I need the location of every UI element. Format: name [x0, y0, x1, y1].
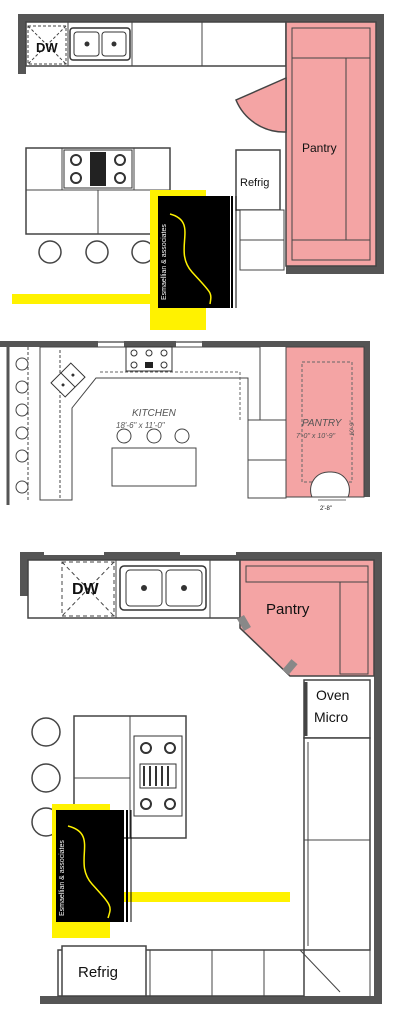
plan3-cooktop-icon	[133, 735, 183, 817]
plan2-island-stool	[174, 428, 190, 444]
plan3-bottom-wall	[40, 996, 382, 1004]
plan-2: KITCHEN 18'-6" x 11'-0" PANTRY 7'-0" x 1…	[0, 340, 370, 512]
plan2-pantry-label: PANTRY	[302, 418, 343, 429]
plan2-kitchen-dimensions: 18'-6" x 11'-0"	[116, 421, 166, 430]
plan2-right-cabinets	[247, 419, 287, 499]
plan2-stool	[15, 480, 29, 494]
plan1-dw-label: DW	[36, 40, 58, 55]
plan-1: DW Pantry Refrig	[12, 14, 384, 330]
plan1-refrig-label: Refrig	[240, 177, 269, 189]
plan1-pantry-label: Pantry	[302, 141, 337, 155]
plan3-stool	[31, 763, 61, 793]
plan3-brand-swoosh	[67, 825, 111, 919]
plan3-sink-icon	[119, 565, 207, 611]
plan1-pantry-door	[235, 76, 287, 133]
plan3-right-wall	[374, 552, 382, 1004]
plan2-pantry	[285, 346, 365, 498]
plan3-refrig-label: Refrig	[78, 964, 118, 981]
plan3-pantry	[239, 559, 375, 677]
plan2-door-dimension: 2'-8"	[320, 506, 332, 512]
plan3-highlight-horizontal	[110, 892, 290, 902]
plan3-right-cabinets	[303, 737, 371, 951]
plan1-dishwasher-icon	[27, 25, 67, 65]
plan2-kitchen-label: KITCHEN	[132, 408, 177, 419]
plan3-stool	[31, 717, 61, 747]
plan1-pantry	[285, 21, 377, 267]
plan1-brand-swoosh	[169, 213, 212, 305]
plan2-stool	[15, 357, 29, 371]
plan3-micro-label: Micro	[314, 709, 348, 725]
plan2-cooktop-icon	[125, 346, 173, 372]
plan3-top-wall	[20, 552, 380, 560]
plan3-oven-label: Oven	[316, 687, 349, 703]
plan1-cooktop-icon	[63, 149, 133, 189]
plan1-brand-panel	[158, 196, 230, 308]
plan3-oven-micro	[303, 679, 371, 739]
plan3-refrigerator	[61, 945, 147, 997]
plan2-stool	[15, 380, 29, 394]
plan2-stool	[15, 426, 29, 440]
plan1-brand-text: Esmaellian & associates	[161, 224, 168, 300]
plan3-brand-text: Esmaellian & associates	[59, 840, 66, 916]
plan1-right-wall	[376, 14, 384, 272]
plan3-brand-panel	[56, 810, 124, 922]
plan2-stool	[15, 449, 29, 463]
plan2-counter	[39, 346, 261, 501]
plan3-pantry-label: Pantry	[266, 601, 310, 618]
plan1-bottom-wall	[286, 266, 384, 274]
plan2-island-stool	[116, 428, 132, 444]
plan2-pantry-side-dimension: 10'-9"	[350, 420, 356, 436]
plan2-sink-icon	[50, 362, 86, 398]
plan1-stool	[85, 240, 109, 264]
plan1-top-wall	[18, 14, 382, 22]
plan2-right-wall	[364, 341, 370, 497]
plan2-pantry-dimensions: 7'-0" x 10'-9"	[296, 433, 336, 440]
plan1-left-wall	[18, 14, 26, 74]
plan1-highlight-horizontal	[12, 294, 230, 304]
plan2-island-stool	[146, 428, 162, 444]
plan2-stool	[15, 403, 29, 417]
plan2-island	[111, 447, 197, 487]
plan3-dishwasher-icon	[61, 561, 115, 617]
plan-3: DW Pantry Oven Micro	[20, 552, 382, 1004]
plan1-sink-icon	[69, 27, 131, 61]
plan1-stool	[38, 240, 62, 264]
plan3-left-wall	[20, 552, 28, 596]
plan3-dw-label: DW	[72, 581, 100, 598]
